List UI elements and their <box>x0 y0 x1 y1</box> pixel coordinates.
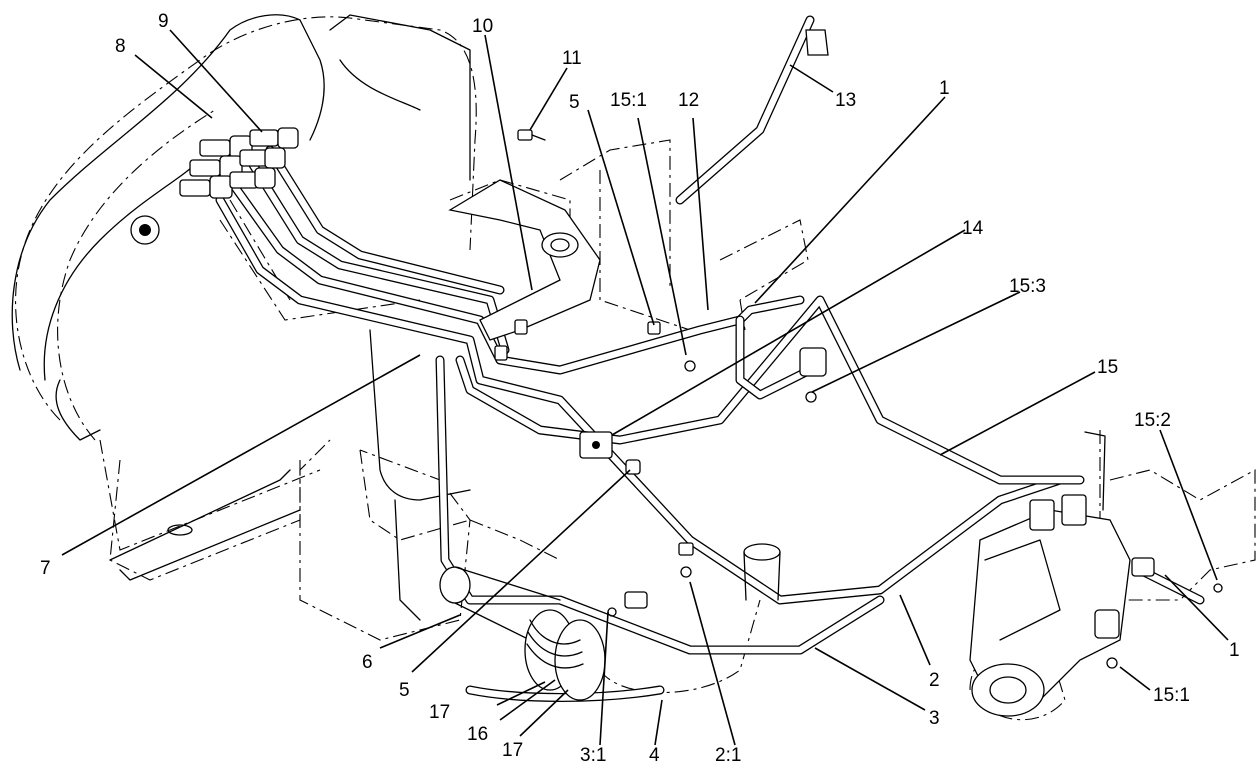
callout-7: 7 <box>40 558 51 579</box>
callout-16: 16 <box>467 724 488 745</box>
callout-13: 13 <box>835 90 856 111</box>
callout-14: 14 <box>962 218 984 239</box>
leader-lines <box>61 29 1229 746</box>
bracket-mount <box>448 129 661 361</box>
callout-17-left: 17 <box>429 702 450 723</box>
filter-assembly <box>439 566 648 701</box>
callout-17-right: 17 <box>502 740 523 761</box>
valve-manifold-fittings <box>130 127 299 245</box>
callout-2: 2 <box>929 670 940 691</box>
callout-5-top: 5 <box>569 92 580 113</box>
callout-9: 9 <box>158 11 169 32</box>
fuel-tank-outline <box>11 14 471 621</box>
callout-12: 12 <box>678 90 699 111</box>
callout-15: 15 <box>1097 357 1118 378</box>
callout-15-3: 15:3 <box>1009 276 1046 297</box>
tank-neck <box>743 543 781 601</box>
wheel-motor <box>969 431 1155 717</box>
callout-1-top: 1 <box>939 78 950 99</box>
fittings-misc <box>678 29 1223 669</box>
callout-1-right: 1 <box>1229 640 1240 661</box>
callout-labels: 1 1 2 2:1 3 3:1 4 5 5 6 7 8 9 10 11 12 1… <box>40 11 1240 766</box>
hydraulic-tubes <box>215 15 1205 702</box>
callout-4: 4 <box>649 745 660 766</box>
callout-8: 8 <box>115 36 126 57</box>
callout-15-1-bottom: 15:1 <box>1153 685 1190 706</box>
callout-15-1-top: 15:1 <box>610 90 647 111</box>
callout-3: 3 <box>929 708 940 729</box>
callout-10: 10 <box>472 16 493 37</box>
callout-5-bottom: 5 <box>399 680 410 701</box>
callout-2-1: 2:1 <box>715 745 741 766</box>
callout-6: 6 <box>362 652 373 673</box>
callout-15-2: 15:2 <box>1134 410 1171 431</box>
callout-11: 11 <box>562 48 582 69</box>
callout-3-1: 3:1 <box>580 745 606 766</box>
